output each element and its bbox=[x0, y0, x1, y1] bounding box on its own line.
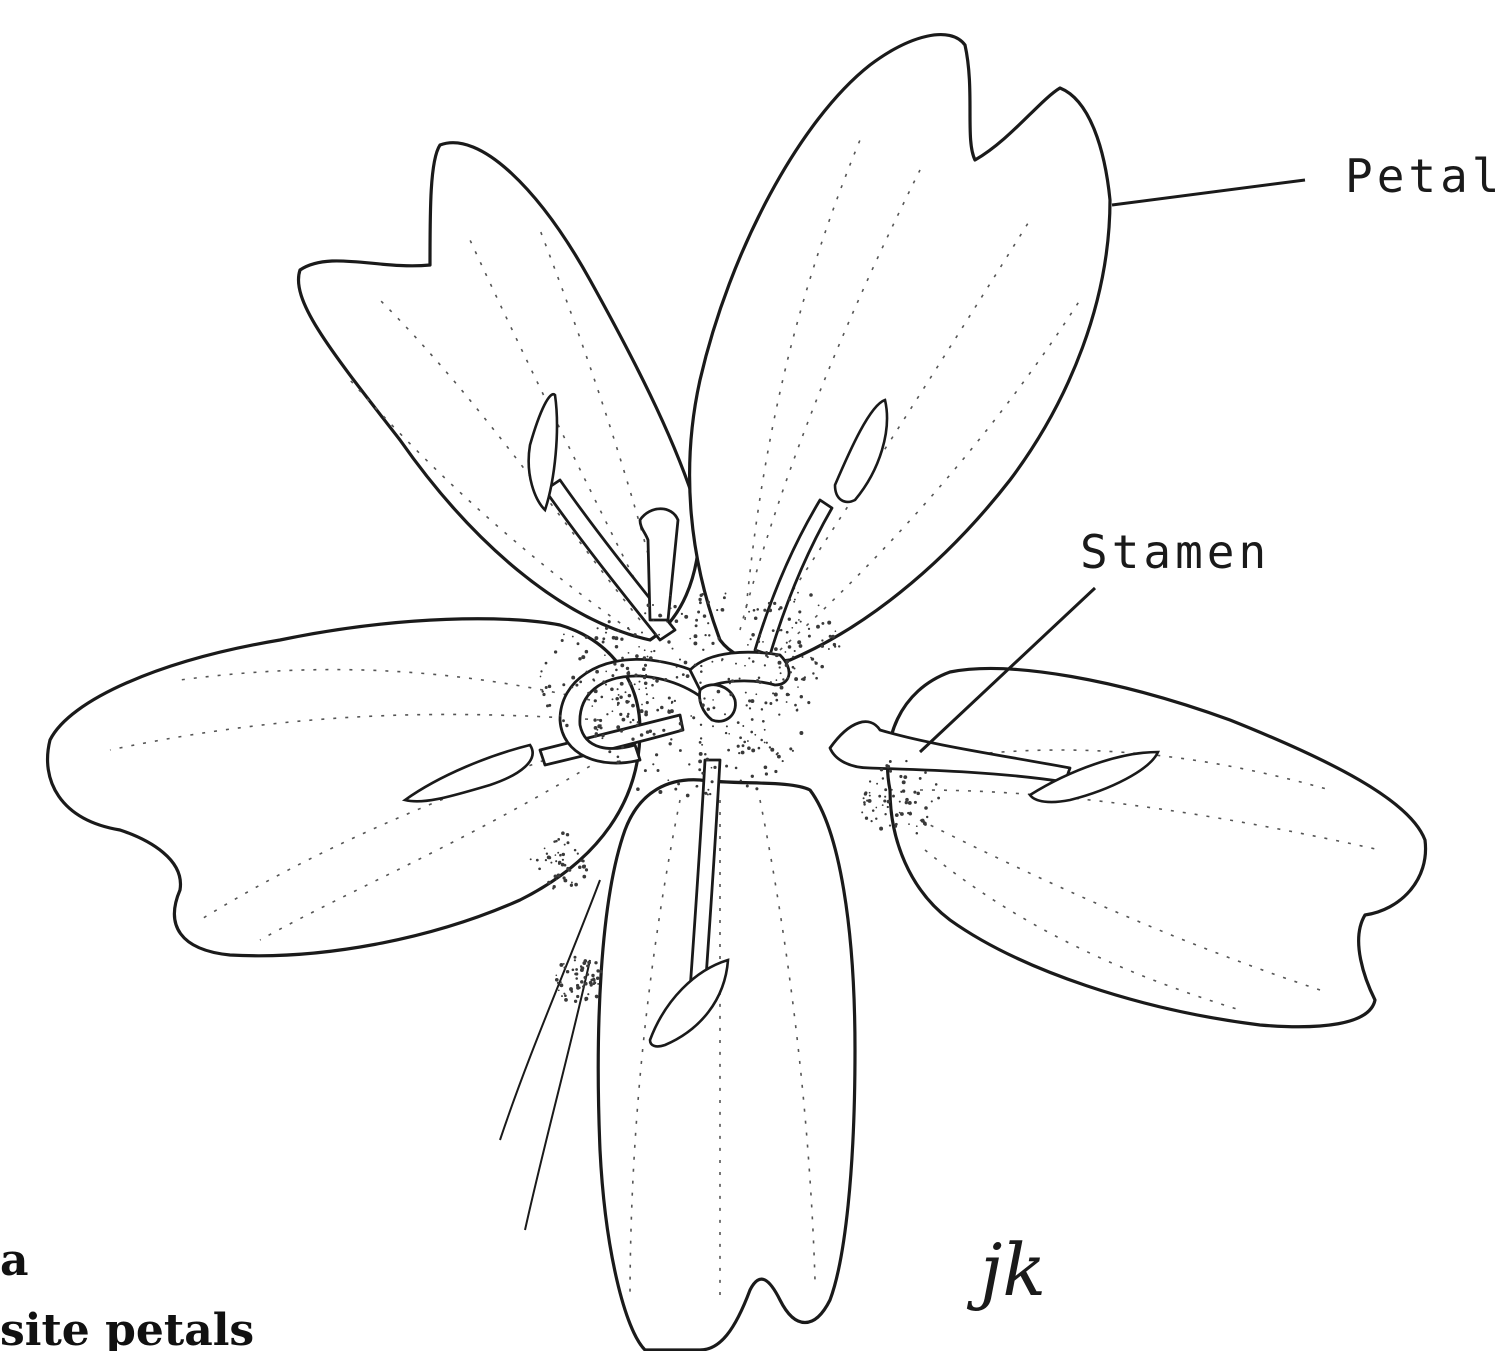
petal-left bbox=[48, 619, 640, 956]
petal-upper-left bbox=[298, 143, 700, 640]
petal-leader-line bbox=[1112, 180, 1305, 205]
label-petal: Petal bbox=[1345, 149, 1503, 203]
label-stamen: Stamen bbox=[1080, 525, 1270, 579]
petal-bottom bbox=[598, 780, 855, 1350]
petal-right bbox=[888, 669, 1426, 1027]
label-petal-group: Petal bbox=[1112, 149, 1503, 205]
caption-line-1: a bbox=[0, 1235, 29, 1286]
pedicel bbox=[500, 880, 600, 1230]
signature-jk: jk bbox=[966, 1228, 1046, 1312]
caption-line-2: site petals bbox=[0, 1305, 254, 1351]
petal-upper-right bbox=[690, 35, 1110, 662]
